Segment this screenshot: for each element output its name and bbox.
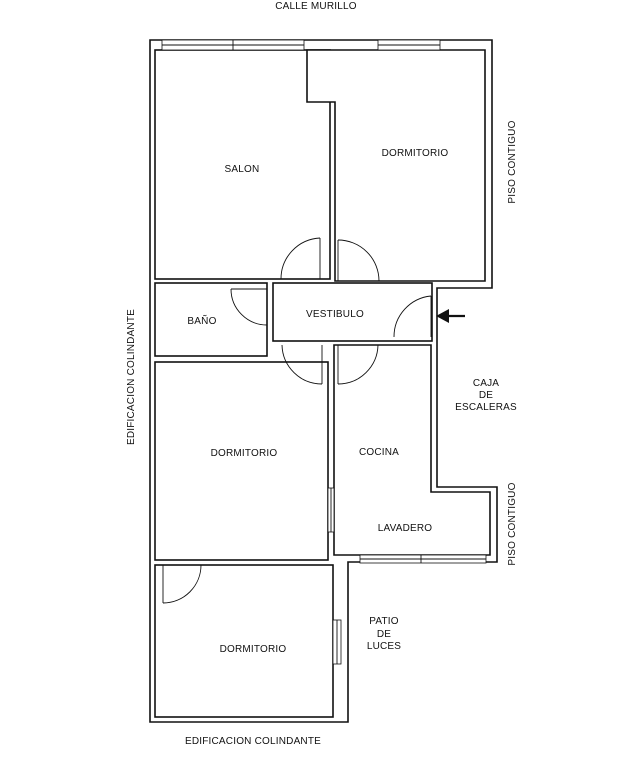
stair-label: CAJA DE ESCALERAS bbox=[455, 378, 517, 413]
wall-dormitorio-2 bbox=[154, 361, 329, 561]
door-dormitorio-2 bbox=[281, 344, 323, 385]
wall-vestibulo bbox=[272, 282, 433, 342]
door-cocina bbox=[337, 344, 379, 385]
wall-dormitorio-3 bbox=[154, 564, 334, 718]
label-lavadero: LAVADERO bbox=[378, 523, 433, 534]
label-right-lower: PISO CONTIGUO bbox=[507, 482, 518, 565]
patio-line-3: LUCES bbox=[367, 641, 401, 652]
wall-cocina bbox=[333, 344, 491, 556]
stair-line-2: DE bbox=[479, 390, 493, 401]
label-bano: BAÑO bbox=[187, 314, 216, 327]
label-street-top: CALLE MURILLO bbox=[275, 1, 357, 12]
patio-label: PATIO DE LUCES bbox=[367, 616, 401, 652]
label-dormitorio-1: DORMITORIO bbox=[382, 148, 449, 159]
walls bbox=[149, 39, 498, 723]
door-salon bbox=[280, 237, 321, 280]
label-bottom: EDIFICACION COLINDANTE bbox=[185, 736, 321, 747]
stair-line-1: CAJA bbox=[473, 378, 499, 389]
windows bbox=[161, 39, 487, 665]
arrow-left-icon bbox=[436, 309, 465, 323]
door-bano bbox=[230, 288, 268, 326]
label-dormitorio-3: DORMITORIO bbox=[220, 644, 287, 655]
patio-line-1: PATIO bbox=[369, 616, 399, 627]
door-dormitorio-3 bbox=[162, 564, 202, 604]
doors bbox=[162, 237, 432, 604]
label-left: EDIFICACION COLINDANTE bbox=[126, 309, 137, 445]
wall-salon bbox=[154, 49, 331, 280]
label-salon: SALON bbox=[225, 164, 260, 175]
label-vestibulo: VESTIBULO bbox=[306, 309, 364, 320]
door-dormitorio-1 bbox=[337, 239, 380, 282]
stair-line-3: ESCALERAS bbox=[455, 402, 517, 413]
label-cocina: COCINA bbox=[359, 447, 399, 458]
label-right-upper: PISO CONTIGUO bbox=[507, 120, 518, 203]
door-entrance bbox=[393, 295, 432, 338]
wall-dormitorio-1 bbox=[306, 49, 486, 282]
patio-line-2: DE bbox=[377, 629, 391, 640]
label-dormitorio-2: DORMITORIO bbox=[211, 448, 278, 459]
